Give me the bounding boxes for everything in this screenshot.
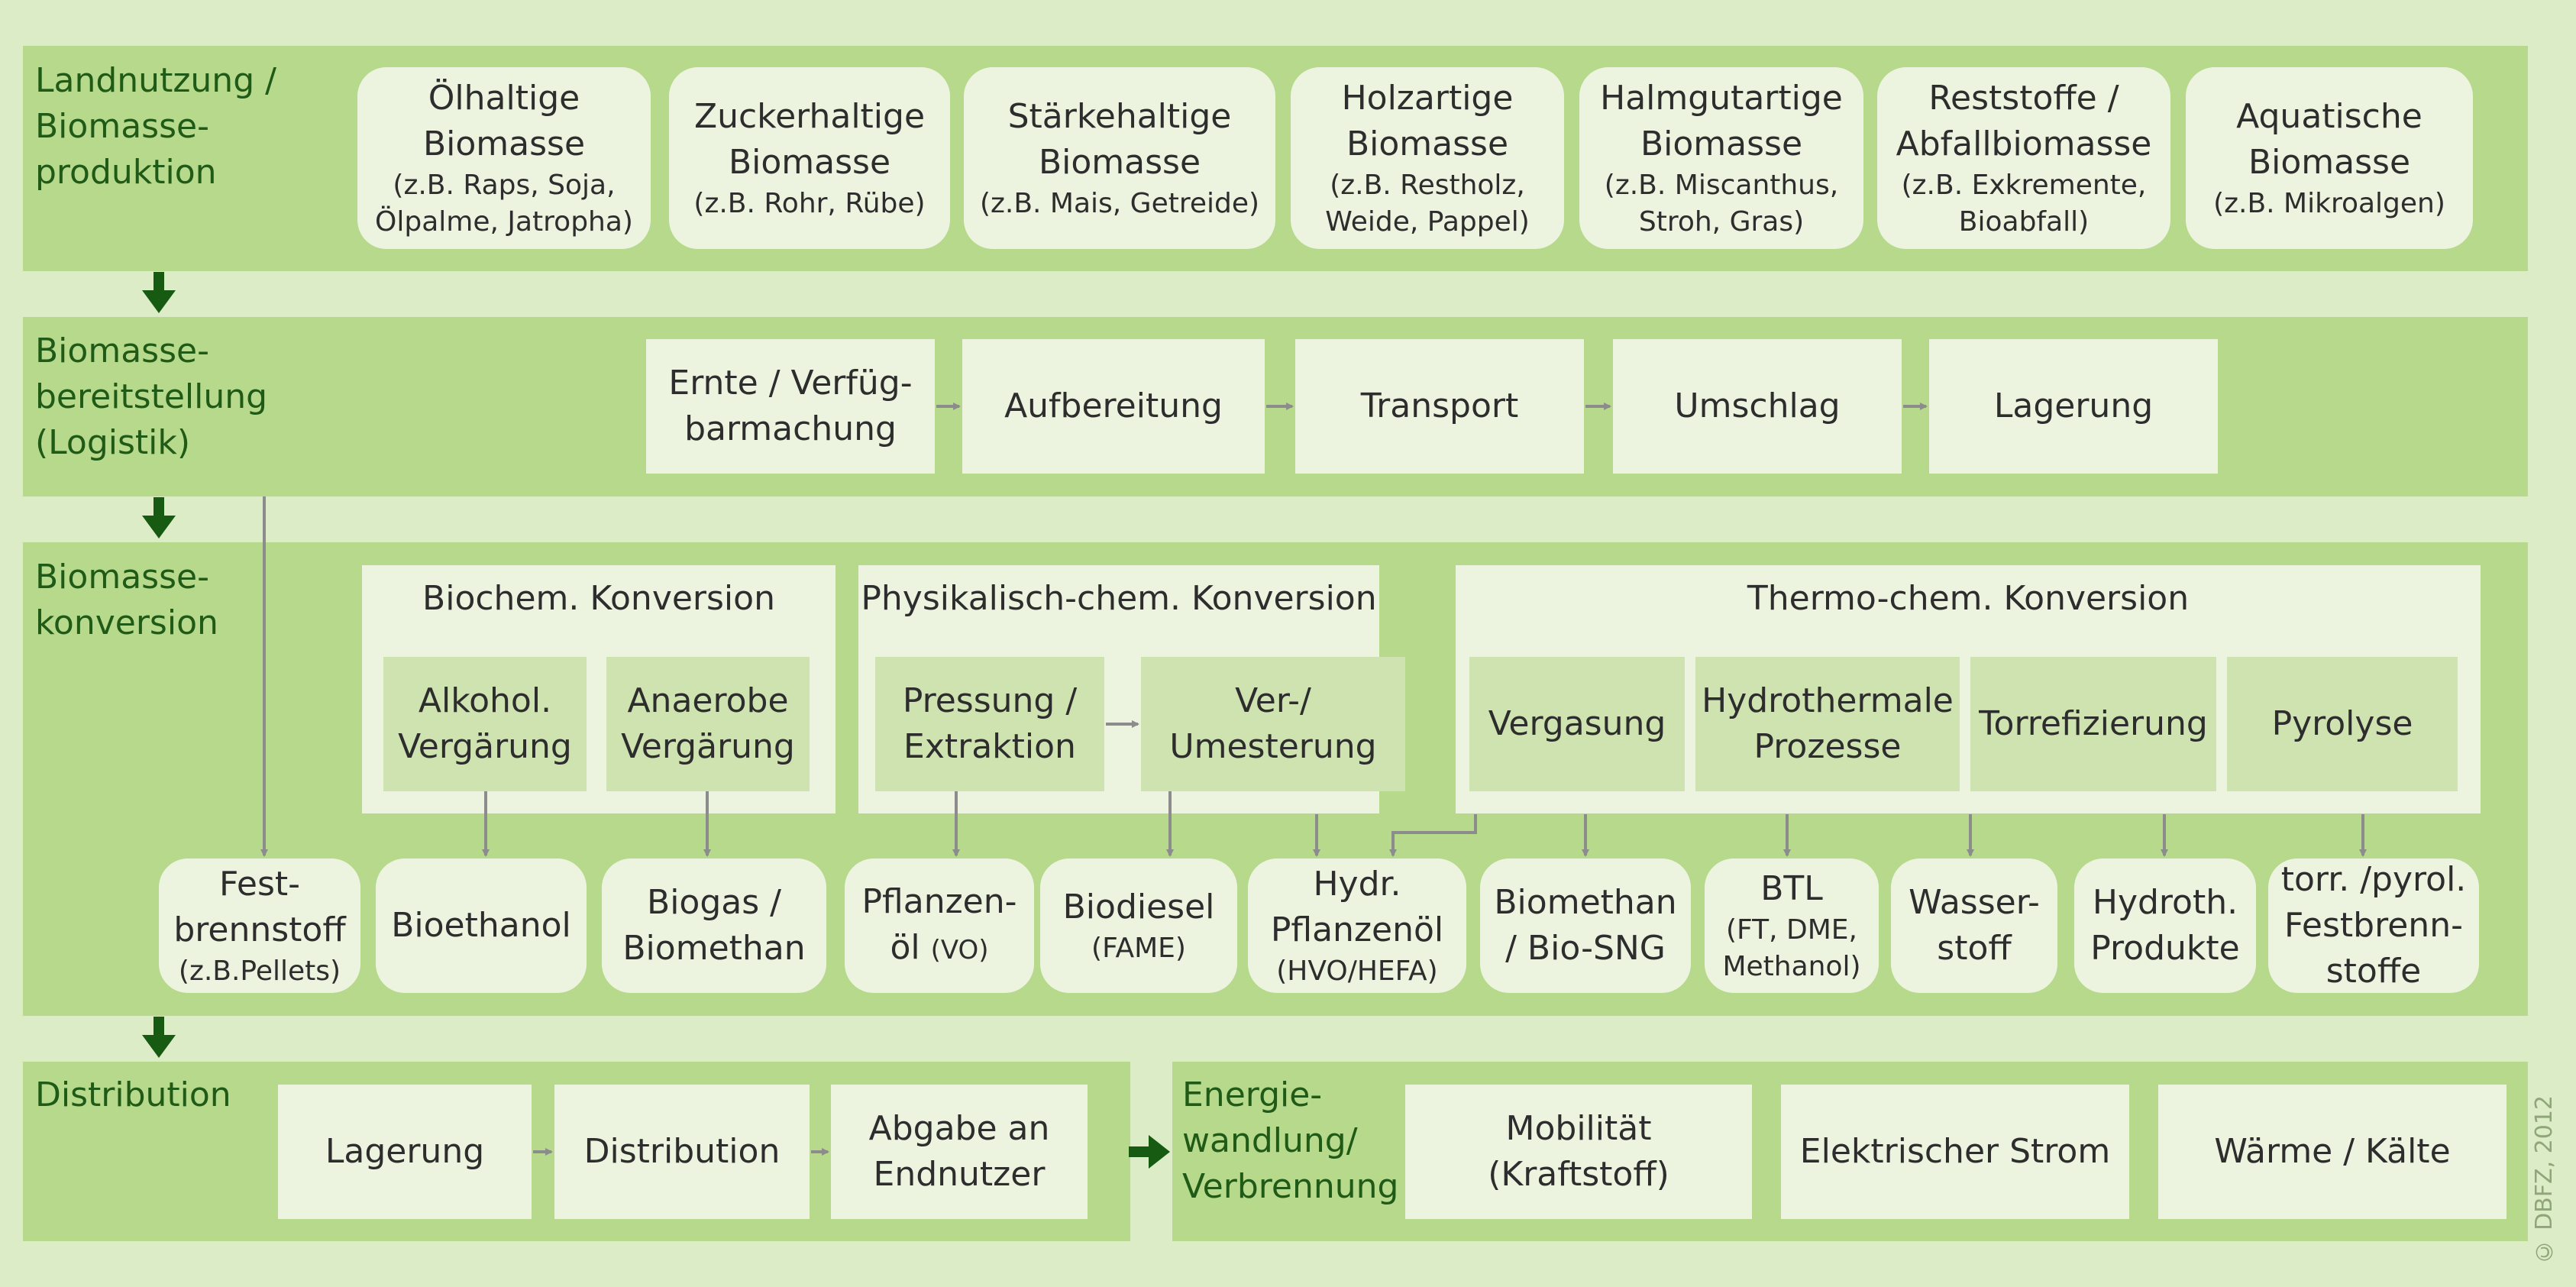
product-vegetable-oil-title: Pflanzen- öl	[861, 881, 1017, 967]
biomass-sugar-title: Zuckerhaltige Biomasse	[693, 97, 926, 182]
distribution-distribution: Distribution	[554, 1085, 810, 1219]
arrow-down-icon	[142, 290, 176, 313]
biomass-sugar: Zuckerhaltige Biomasse (z.B. Rohr, Rübe)	[669, 67, 950, 249]
energy-mobility: Mobilität (Kraftstoff)	[1405, 1085, 1752, 1219]
logistics-processing-label: Aufbereitung	[1004, 386, 1223, 425]
energy-electricity-label: Elektrischer Strom	[1799, 1132, 2111, 1171]
biomass-starch: Stärkehaltige Biomasse (z.B. Mais, Getre…	[964, 67, 1275, 249]
biomass-starch-title: Stärkehaltige Biomasse	[1007, 97, 1232, 182]
distribution-distribution-label: Distribution	[583, 1132, 781, 1171]
energy-heat-cold-label: Wärme / Kälte	[2214, 1132, 2451, 1171]
biomass-oil-title: Ölhaltige Biomasse	[422, 79, 586, 163]
arrow-down-icon	[142, 1035, 176, 1058]
process-gasification: Vergasung	[1469, 657, 1685, 791]
product-bioethanol: Bioethanol	[376, 859, 587, 993]
product-solid-fuel: Fest- brennstoff (z.B.Pellets)	[159, 859, 360, 993]
biomass-sugar-examples: (z.B. Rohr, Rübe)	[693, 188, 926, 219]
group-thermochem-title: Thermo-chem. Konversion	[1747, 579, 2190, 618]
copyright-text: © DBFZ, 2012	[2531, 1095, 2558, 1264]
distribution-storage-label: Lagerung	[325, 1132, 485, 1171]
biomass-starch-examples: (z.B. Mais, Getreide)	[979, 188, 1260, 219]
biomass-residues-examples: (z.B. Exkremente, Bioabfall)	[1901, 170, 2147, 238]
biomass-residues: Reststoffe / Abfallbiomasse (z.B. Exkrem…	[1877, 67, 2170, 249]
process-transesterification: Ver-/ Umesterung	[1141, 657, 1405, 791]
product-torr-pyrol-fuels: torr. /pyrol. Festbrenn- stoffe	[2268, 859, 2479, 993]
biomass-aquatic-examples: (z.B. Mikroalgen)	[2213, 188, 2445, 219]
logistics-harvest-label: Ernte / Verfüg- barmachung	[668, 364, 913, 448]
logistics-transport: Transport	[1295, 339, 1584, 474]
energy-electricity: Elektrischer Strom	[1781, 1085, 2129, 1219]
label-conversion: Biomasse- konversion	[35, 558, 218, 642]
energy-heat-cold: Wärme / Kälte	[2158, 1085, 2507, 1219]
arrow-down-stem-3	[154, 1017, 164, 1036]
product-hydrogen-title: Wasser- stoff	[1909, 883, 2040, 968]
logistics-harvest: Ernte / Verfüg- barmachung	[646, 339, 935, 474]
product-hvo-sub: (HVO/HEFA)	[1276, 956, 1438, 987]
product-bioethanol-title: Bioethanol	[391, 906, 571, 945]
distribution-storage: Lagerung	[278, 1085, 532, 1219]
distribution-end-user-label: Abgabe an Endnutzer	[868, 1109, 1050, 1194]
biomass-wood-examples: (z.B. Restholz, Weide, Pappel)	[1325, 170, 1530, 238]
product-hvo: Hydr. Pflanzenöl (HVO/HEFA)	[1248, 859, 1466, 993]
process-alcohol-fermentation: Alkohol. Vergärung	[383, 657, 587, 791]
label-distribution: Distribution	[35, 1075, 231, 1114]
product-biogas-title: Biogas / Biomethan	[622, 883, 806, 968]
product-hydrothermal-title: Hydroth. Produkte	[2090, 883, 2240, 968]
process-hydrothermal: Hydrothermale Prozesse	[1695, 657, 1960, 791]
process-anaerobic-digestion: Anaerobe Vergärung	[606, 657, 810, 791]
logistics-transshipment-label: Umschlag	[1674, 386, 1841, 425]
energy-mobility-label: Mobilität (Kraftstoff)	[1488, 1109, 1669, 1194]
biomass-residues-title: Reststoffe / Abfallbiomasse	[1896, 79, 2152, 163]
biomass-wood: Holzartige Biomasse (z.B. Restholz, Weid…	[1291, 67, 1564, 249]
process-pyrolysis: Pyrolyse	[2227, 657, 2458, 791]
product-biogas: Biogas / Biomethan	[602, 859, 826, 993]
group-biochem-title: Biochem. Konversion	[422, 579, 775, 618]
label-energy: Energie- wandlung/ Verbrennung	[1182, 1075, 1399, 1206]
product-biodiesel-sub: (FAME)	[1091, 933, 1186, 964]
product-hvo-title: Hydr. Pflanzenöl	[1270, 865, 1444, 949]
arrow-down-icon	[1389, 814, 1477, 857]
logistics-storage: Lagerung	[1929, 339, 2218, 474]
distribution-end-user: Abgabe an Endnutzer	[831, 1085, 1088, 1219]
process-torrefaction: Torrefizierung	[1970, 657, 2216, 791]
product-torr-pyrol-fuels-title: torr. /pyrol. Festbrenn- stoffe	[2280, 860, 2467, 991]
product-hydrothermal: Hydroth. Produkte	[2074, 859, 2256, 993]
product-biodiesel: Biodiesel (FAME)	[1040, 859, 1237, 993]
biomass-aquatic-title: Aquatische Biomasse	[2236, 97, 2422, 182]
label-land-use: Landnutzung / Biomasse- produktion	[35, 61, 276, 192]
biomass-stalk: Halmgutartige Biomasse (z.B. Miscanthus,…	[1579, 67, 1863, 249]
product-vegetable-oil: Pflanzen- öl (VO)	[845, 859, 1034, 993]
arrow-down-stem-1	[154, 272, 164, 292]
product-btl: BTL (FT, DME, Methanol)	[1705, 859, 1879, 993]
product-btl-title: BTL	[1760, 869, 1823, 908]
biomass-oil-examples: (z.B. Raps, Soja, Ölpalme, Jatropha)	[375, 170, 633, 238]
biomass-aquatic: Aquatische Biomasse (z.B. Mikroalgen)	[2186, 67, 2473, 249]
label-logistics: Biomasse- bereitstellung (Logistik)	[35, 331, 268, 462]
group-physchem-title: Physikalisch-chem. Konversion	[861, 579, 1377, 618]
product-btl-sub: (FT, DME, Methanol)	[1722, 914, 1861, 982]
logistics-transport-label: Transport	[1360, 386, 1519, 425]
arrow-down-icon	[142, 516, 176, 538]
product-solid-fuel-sub: (z.B.Pellets)	[178, 956, 341, 987]
product-bio-sng-title: Biomethan / Bio-SNG	[1494, 883, 1677, 968]
logistics-transshipment: Umschlag	[1613, 339, 1902, 474]
product-solid-fuel-title: Fest- brennstoff	[173, 865, 346, 949]
product-vegetable-oil-abbr: (VO)	[930, 934, 989, 965]
product-vegetable-oil-text: Pflanzen- öl (VO)	[861, 879, 1017, 973]
logistics-processing: Aufbereitung	[962, 339, 1265, 474]
biomass-stalk-examples: (z.B. Miscanthus, Stroh, Gras)	[1604, 170, 1839, 238]
process-pressing-extraction: Pressung / Extraktion	[875, 657, 1104, 791]
arrow-down-stem-2	[154, 497, 164, 517]
biomass-oil: Ölhaltige Biomasse (z.B. Raps, Soja, Ölp…	[357, 67, 651, 249]
arrow-right-icon	[1129, 1135, 1170, 1169]
product-hydrogen: Wasser- stoff	[1891, 859, 2057, 993]
biomass-stalk-title: Halmgutartige Biomasse	[1600, 79, 1843, 163]
logistics-storage-label: Lagerung	[1993, 386, 2154, 425]
biomass-wood-title: Holzartige Biomasse	[1341, 79, 1514, 163]
product-bio-sng: Biomethan / Bio-SNG	[1480, 859, 1691, 993]
product-biodiesel-title: Biodiesel	[1062, 888, 1215, 926]
